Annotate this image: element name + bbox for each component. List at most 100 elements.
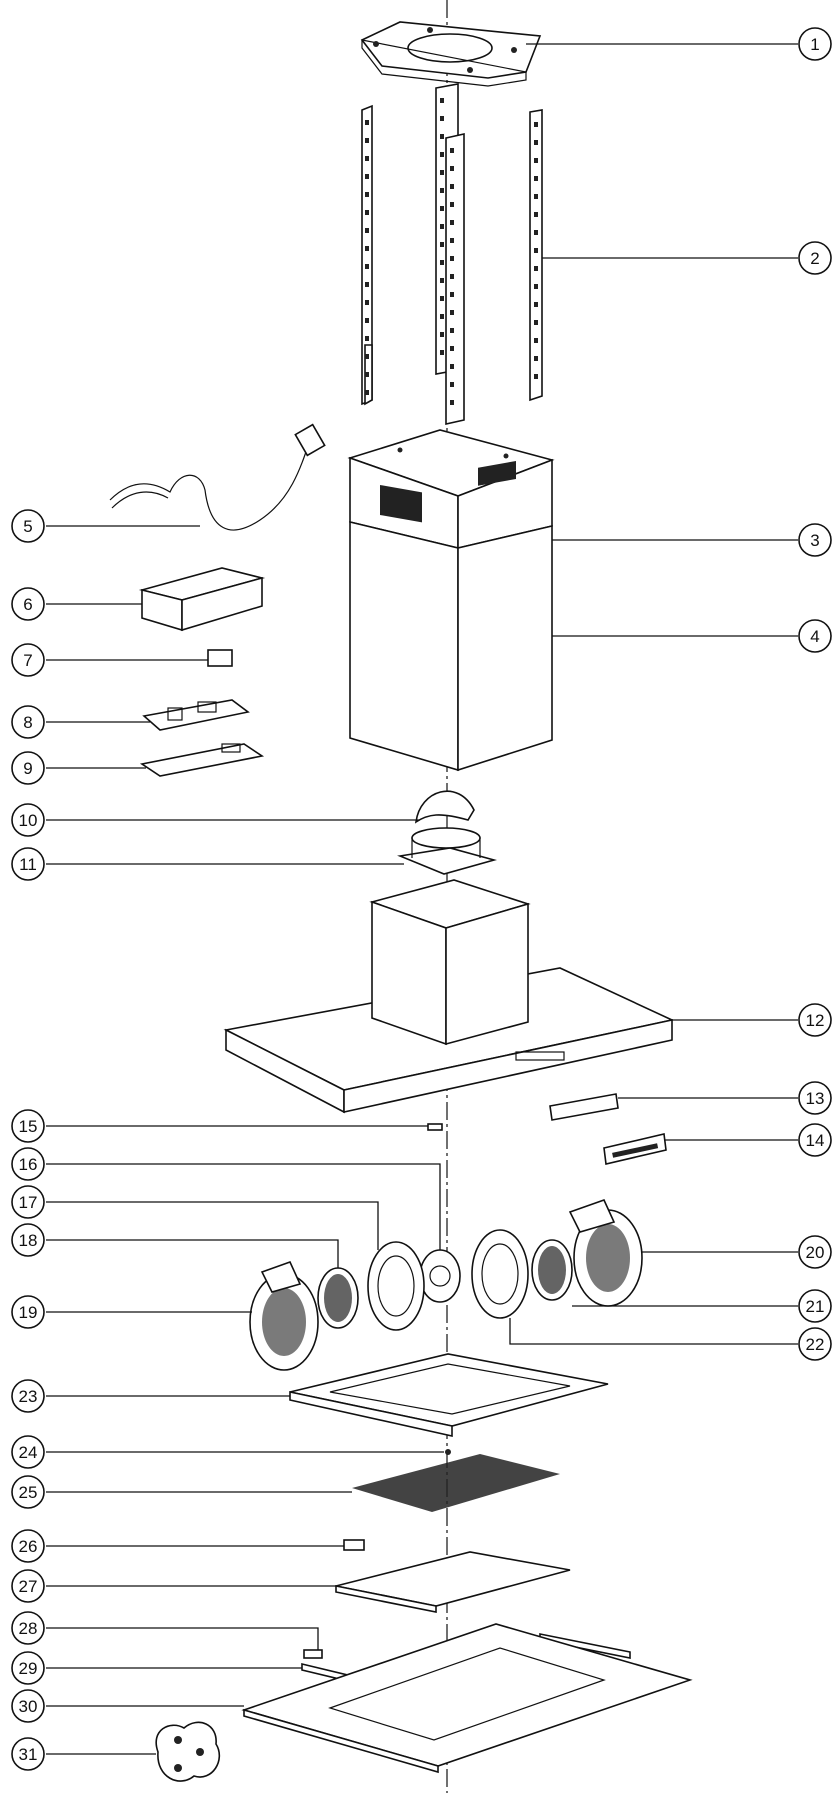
callout-label: 23 <box>19 1387 38 1406</box>
callout-label: 8 <box>23 713 32 732</box>
callout-7: 7 <box>11 643 45 677</box>
callout-circle <box>798 27 832 61</box>
part-10-damper-flap <box>414 790 475 824</box>
part-20-volute-right <box>568 1199 643 1307</box>
callout-label: 4 <box>810 627 819 646</box>
part-22-blower-housing-right <box>471 1229 529 1319</box>
callout-25: 25 <box>11 1475 45 1509</box>
part-14-control-panel <box>603 1133 667 1165</box>
callout-label: 28 <box>19 1619 38 1638</box>
part-12-hood-canopy <box>223 879 675 1114</box>
callout-9: 9 <box>11 751 45 785</box>
callout-circle <box>798 1327 832 1361</box>
part-2-support-rails <box>361 83 543 425</box>
callout-circle <box>11 1689 45 1723</box>
callout-circle <box>11 705 45 739</box>
callout-label: 2 <box>810 249 819 268</box>
callout-6: 6 <box>11 587 45 621</box>
callout-label: 12 <box>806 1011 825 1030</box>
part-27-glass-panel <box>335 1551 571 1613</box>
callout-label: 14 <box>806 1131 825 1150</box>
part-25-grease-filter <box>352 1454 560 1512</box>
callout-4: 4 <box>798 619 832 653</box>
callout-label: 3 <box>810 531 819 550</box>
callout-circle <box>798 619 832 653</box>
callout-label: 17 <box>19 1193 38 1212</box>
callout-label: 20 <box>806 1243 825 1262</box>
callout-label: 30 <box>19 1697 38 1716</box>
callout-circle <box>798 1081 832 1115</box>
callout-17: 17 <box>11 1185 45 1219</box>
part-19-volute-left <box>249 1260 319 1371</box>
callout-12: 12 <box>798 1003 832 1037</box>
callout-label: 13 <box>806 1089 825 1108</box>
callout-15: 15 <box>11 1109 45 1143</box>
part-13-control-panel-plate <box>549 1093 619 1121</box>
callout-label: 16 <box>19 1155 38 1174</box>
part-16-motor <box>419 1249 461 1303</box>
callout-18: 18 <box>11 1223 45 1257</box>
callout-circle <box>11 1109 45 1143</box>
callout-circle <box>11 1737 45 1771</box>
part-17-blower-housing-left <box>367 1241 425 1331</box>
callout-circle <box>798 1289 832 1323</box>
part-6-control-box <box>138 567 266 632</box>
part-4-lower-chimney <box>349 520 553 772</box>
callout-label: 29 <box>19 1659 38 1678</box>
callout-circle <box>11 1147 45 1181</box>
callout-circle <box>798 1235 832 1269</box>
part-11-outlet-flange <box>397 827 498 875</box>
callout-14: 14 <box>798 1123 832 1157</box>
callout-29: 29 <box>11 1651 45 1685</box>
callout-markers: 1234567891011121314151617181920212223242… <box>11 27 832 1771</box>
callout-label: 5 <box>23 517 32 536</box>
callout-circle <box>11 1475 45 1509</box>
part-26-latch <box>343 1539 365 1551</box>
callout-circle <box>11 1435 45 1469</box>
part-8-pcb <box>142 699 250 731</box>
callout-circle <box>11 509 45 543</box>
part-7-connector-block <box>207 649 233 667</box>
callout-26: 26 <box>11 1529 45 1563</box>
callout-circle <box>798 1123 832 1157</box>
callout-circle <box>11 1529 45 1563</box>
callout-label: 19 <box>19 1303 38 1322</box>
leader-lines <box>46 43 798 1755</box>
callout-24: 24 <box>11 1435 45 1469</box>
part-5-power-cable <box>109 423 326 531</box>
part-28-clip <box>303 1649 323 1659</box>
callout-20: 20 <box>798 1235 832 1269</box>
callout-3: 3 <box>798 523 832 557</box>
callout-label: 26 <box>19 1537 38 1556</box>
callout-circle <box>11 1185 45 1219</box>
callout-circle <box>11 1223 45 1257</box>
callout-11: 11 <box>11 847 45 881</box>
callout-5: 5 <box>11 509 45 543</box>
callout-circle <box>11 587 45 621</box>
callout-23: 23 <box>11 1379 45 1413</box>
callout-label: 7 <box>23 651 32 670</box>
callout-label: 18 <box>19 1231 38 1250</box>
part-24-screw <box>445 1449 451 1455</box>
callout-8: 8 <box>11 705 45 739</box>
callout-label: 25 <box>19 1483 38 1502</box>
callout-circle <box>11 1379 45 1413</box>
callout-circle <box>11 643 45 677</box>
part-3-upper-chimney <box>347 429 555 550</box>
callout-13: 13 <box>798 1081 832 1115</box>
callout-27: 27 <box>11 1569 45 1603</box>
callout-1: 1 <box>798 27 832 61</box>
part-15-clip <box>427 1123 443 1131</box>
callout-circle <box>11 1611 45 1645</box>
callout-label: 15 <box>19 1117 38 1136</box>
part-21-fan-wheel-right <box>531 1239 573 1301</box>
callout-circle <box>11 1569 45 1603</box>
callout-30: 30 <box>11 1689 45 1723</box>
callout-label: 6 <box>23 595 32 614</box>
callout-label: 10 <box>19 811 38 830</box>
callout-circle <box>11 1295 45 1329</box>
callout-circle <box>798 1003 832 1037</box>
callout-19: 19 <box>11 1295 45 1329</box>
callout-label: 11 <box>19 855 37 874</box>
